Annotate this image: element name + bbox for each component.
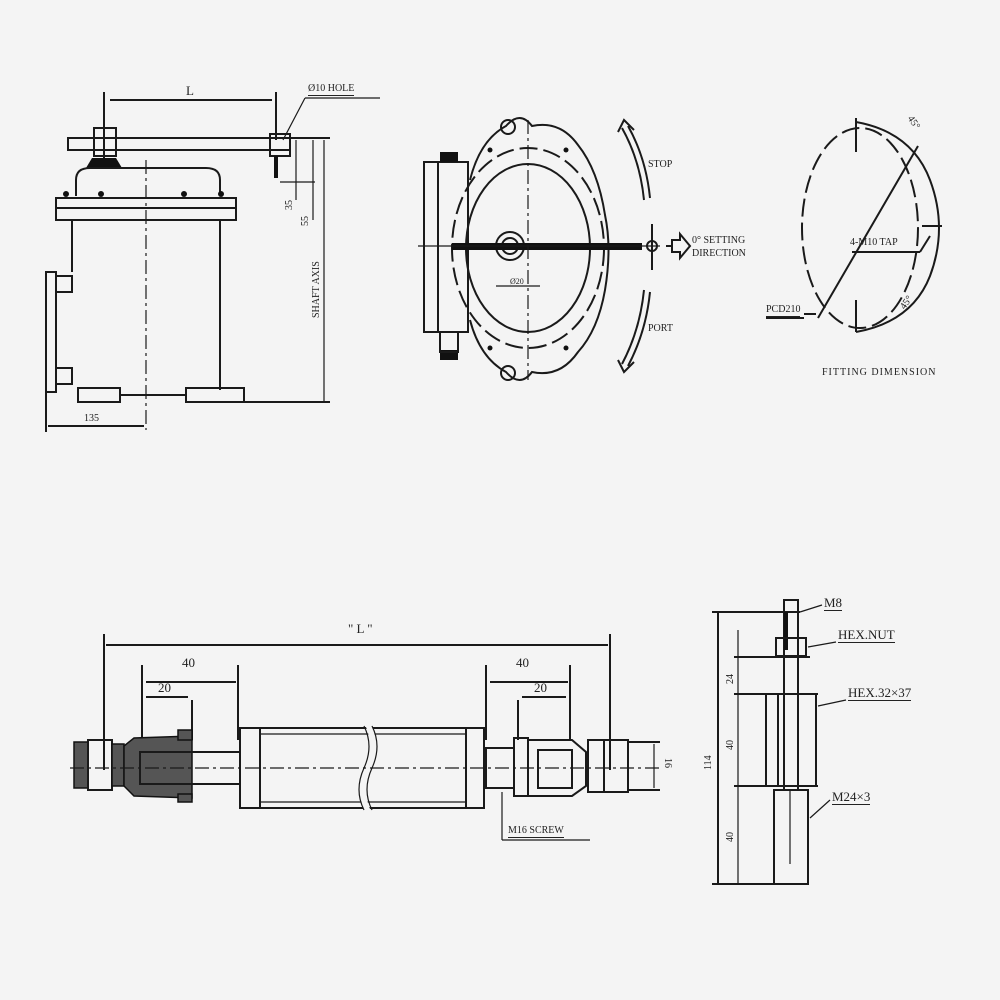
dim-bottom: 40 bbox=[725, 832, 736, 842]
stop-label: STOP bbox=[648, 159, 673, 170]
dim-base-offset: 135 bbox=[84, 413, 99, 424]
left-dim-inner: 20 bbox=[158, 680, 171, 695]
rod-assembly bbox=[70, 634, 660, 841]
bottom-thread-label: M24×3 bbox=[832, 789, 871, 805]
top-view bbox=[418, 117, 692, 381]
hex-nut-label: HEX.NUT bbox=[838, 627, 895, 643]
hex-body-label: HEX.32×37 bbox=[848, 685, 912, 701]
dim-middle: 40 bbox=[725, 740, 736, 750]
right-dim-inner: 20 bbox=[534, 680, 547, 695]
dim-top: 24 bbox=[725, 674, 736, 684]
tap-label: 4-M10 TAP bbox=[850, 237, 898, 248]
overall-length-label: " L " bbox=[348, 621, 373, 636]
dim-35: 35 bbox=[284, 200, 295, 210]
right-dia: 16 bbox=[662, 758, 673, 768]
center-dim: Ø20 bbox=[510, 277, 524, 286]
setting-direction-line2: DIRECTION bbox=[692, 248, 746, 259]
side-view bbox=[45, 92, 380, 432]
dim-shaft-height: SHAFT AXIS bbox=[311, 261, 322, 318]
pcd-label: PCD210 bbox=[766, 304, 801, 317]
hole-callout: Ø10 HOLE bbox=[308, 83, 355, 96]
dim-lever-length: L bbox=[186, 83, 194, 98]
bolt-detail bbox=[712, 599, 847, 885]
left-dim-outer: 40 bbox=[182, 655, 195, 670]
setting-direction-line1: 0° SETTING bbox=[692, 235, 746, 246]
fitting-caption: FITTING DIMENSION bbox=[822, 367, 937, 378]
fitting-dimension bbox=[766, 118, 942, 333]
port-label: PORT bbox=[648, 323, 673, 334]
dim-total: 114 bbox=[703, 755, 714, 770]
top-thread-label: M8 bbox=[824, 595, 843, 611]
screw-label: M16 SCREW bbox=[508, 825, 564, 838]
dim-55: 55 bbox=[300, 216, 311, 226]
right-dim-outer: 40 bbox=[516, 655, 529, 670]
